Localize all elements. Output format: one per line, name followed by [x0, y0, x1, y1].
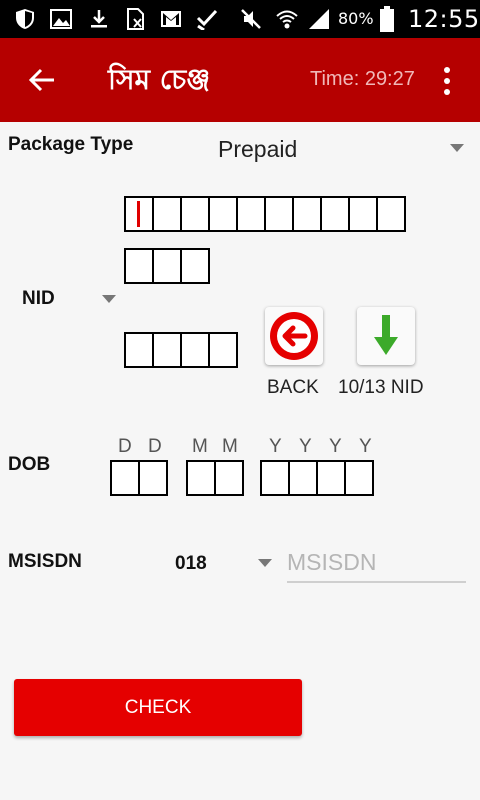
nid-row-2 [124, 248, 210, 284]
dob-month-cell[interactable] [186, 460, 216, 496]
dob-year-cell[interactable] [288, 460, 318, 496]
dob-year-hint: Y [299, 436, 312, 457]
dob-label: DOB [8, 454, 51, 475]
nid-digit-cell[interactable] [348, 196, 378, 232]
dob-day-hint: D [118, 436, 132, 457]
nid-row-3 [124, 332, 238, 368]
nid-digit-cell[interactable] [292, 196, 322, 232]
dob-year-hint: Y [329, 436, 342, 457]
nid-digit-cell[interactable] [264, 196, 294, 232]
dob-day-cell[interactable] [138, 460, 168, 496]
dob-day-hint: D [148, 436, 162, 457]
session-timer: Time: 29:27 [310, 68, 415, 90]
msisdn-prefix-value[interactable]: 018 [175, 553, 207, 574]
status-time: 12:55 [408, 5, 480, 33]
dob-year-cell[interactable] [344, 460, 374, 496]
nid-digit-cell[interactable] [180, 332, 210, 368]
dob-month-cells [186, 460, 244, 496]
dob-year-cells [260, 460, 374, 496]
dob-month-cell[interactable] [214, 460, 244, 496]
sim-icon [127, 8, 144, 30]
nid-digit-cell[interactable] [124, 248, 154, 284]
nid-digit-cell[interactable] [152, 332, 182, 368]
dob-year-cell[interactable] [316, 460, 346, 496]
nid-label: NID [22, 288, 55, 309]
wifi-icon [276, 10, 298, 29]
signal-icon [309, 9, 329, 29]
overflow-menu-icon[interactable] [440, 66, 454, 96]
nid-digit-cell[interactable] [208, 196, 238, 232]
nid-digit-cell[interactable] [180, 248, 210, 284]
shield-icon [16, 9, 34, 29]
download-icon [91, 10, 107, 28]
nid-digit-cell[interactable] [152, 248, 182, 284]
back-arrow-icon[interactable] [26, 64, 58, 96]
dob-day-cells [110, 460, 168, 496]
msisdn-label: MSISDN [8, 551, 82, 572]
back-label: BACK [267, 377, 319, 398]
gmail-icon [161, 11, 181, 27]
nid-digit-cell[interactable] [124, 196, 154, 232]
green-down-arrow-icon [374, 315, 398, 355]
status-bar: 80% 12:55 [0, 0, 480, 38]
nid-digit-cell[interactable] [180, 196, 210, 232]
back-circle-arrow-icon [270, 312, 318, 360]
nid-digit-cell[interactable] [124, 332, 154, 368]
dob-day-cell[interactable] [110, 460, 140, 496]
nid-row-1 [124, 196, 406, 232]
prefix-dropdown-arrow-icon[interactable] [258, 559, 272, 567]
dob-month-hint: M [192, 436, 208, 457]
battery-percent: 80% [338, 9, 374, 28]
image-icon [50, 9, 72, 29]
package-type-label: Package Type [8, 134, 134, 155]
msisdn-input[interactable] [287, 543, 466, 583]
back-button[interactable] [265, 307, 323, 365]
mute-icon [241, 9, 261, 29]
page-title: সিম চেঞ্জ [108, 63, 211, 96]
battery-icon [380, 6, 394, 32]
dob-year-hint: Y [359, 436, 372, 457]
nid-length-label: 10/13 NID [338, 377, 424, 398]
check-icon [196, 9, 218, 30]
package-dropdown-arrow-icon[interactable] [450, 144, 464, 152]
app-bar: সিম চেঞ্জ Time: 29:27 [0, 38, 480, 122]
dob-year-cell[interactable] [260, 460, 290, 496]
nid-length-toggle-button[interactable] [357, 307, 415, 365]
dob-year-hint: Y [269, 436, 282, 457]
nid-type-dropdown-arrow-icon[interactable] [102, 295, 116, 303]
nid-digit-cell[interactable] [236, 196, 266, 232]
nid-digit-cell[interactable] [376, 196, 406, 232]
nid-digit-cell[interactable] [320, 196, 350, 232]
check-button[interactable]: CHECK [14, 679, 302, 736]
nid-digit-cell[interactable] [152, 196, 182, 232]
nid-digit-cell[interactable] [208, 332, 238, 368]
package-type-value[interactable]: Prepaid [218, 136, 298, 162]
dob-month-hint: M [222, 436, 238, 457]
